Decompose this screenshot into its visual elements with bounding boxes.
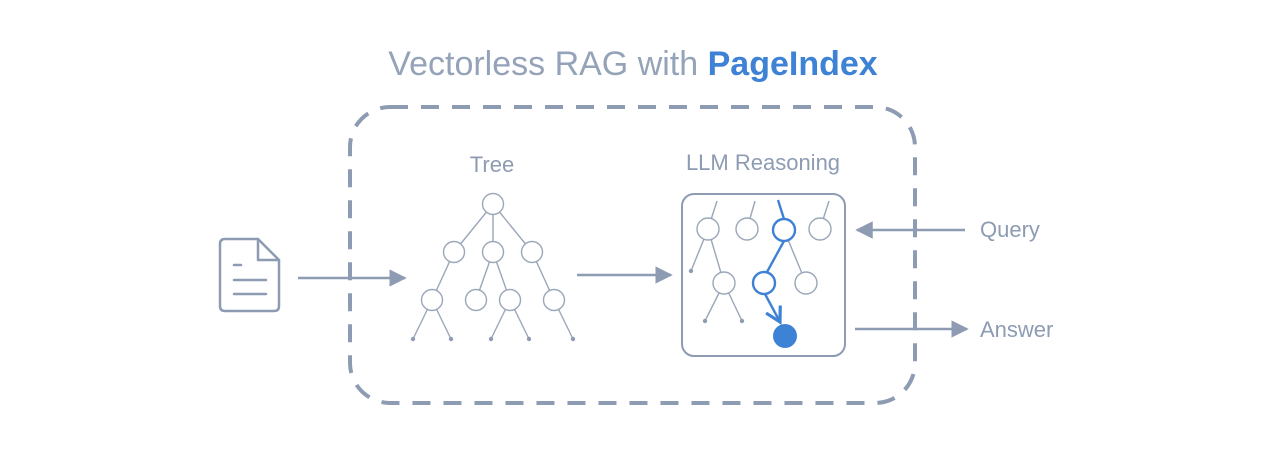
- reasoning-answer-node: [773, 324, 797, 348]
- reasoning-node: [735, 217, 759, 241]
- tree-leaf: [570, 336, 576, 342]
- reasoning-leaf: [739, 318, 745, 324]
- reasoning-label: LLM Reasoning: [686, 150, 840, 175]
- tree-node: [420, 288, 444, 312]
- reasoning-node: [808, 217, 832, 241]
- tree-node: [498, 288, 522, 312]
- reasoning-path: [751, 199, 797, 348]
- tree-leaf: [410, 336, 416, 342]
- reasoning-tree: [688, 200, 832, 324]
- query-label: Query: [980, 217, 1040, 242]
- reasoning-node: [794, 271, 818, 295]
- tree-node: [542, 288, 566, 312]
- reasoning-leaf: [688, 268, 694, 274]
- tree-node: [520, 240, 544, 264]
- tree-node: [442, 240, 466, 264]
- reasoning-node: [696, 217, 720, 241]
- tree-leaf: [448, 336, 454, 342]
- reasoning-leaf: [702, 318, 708, 324]
- title-brand: PageIndex: [708, 45, 878, 83]
- tree-graphic: [410, 192, 576, 342]
- title-prefix: Vectorless RAG with: [388, 45, 707, 83]
- reasoning-path-node: [771, 217, 797, 243]
- pageindex-container: [348, 105, 917, 405]
- answer-label: Answer: [980, 317, 1053, 342]
- document-icon: [218, 237, 281, 313]
- reasoning-path-node: [751, 270, 777, 296]
- tree-leaf: [526, 336, 532, 342]
- tree-label: Tree: [470, 152, 514, 177]
- tree-node: [481, 240, 505, 264]
- tree-node: [481, 192, 505, 216]
- reasoning-node: [712, 271, 736, 295]
- tree-node: [464, 288, 488, 312]
- diagram-title: Vectorless RAG with PageIndex: [388, 45, 878, 83]
- tree-leaf: [488, 336, 494, 342]
